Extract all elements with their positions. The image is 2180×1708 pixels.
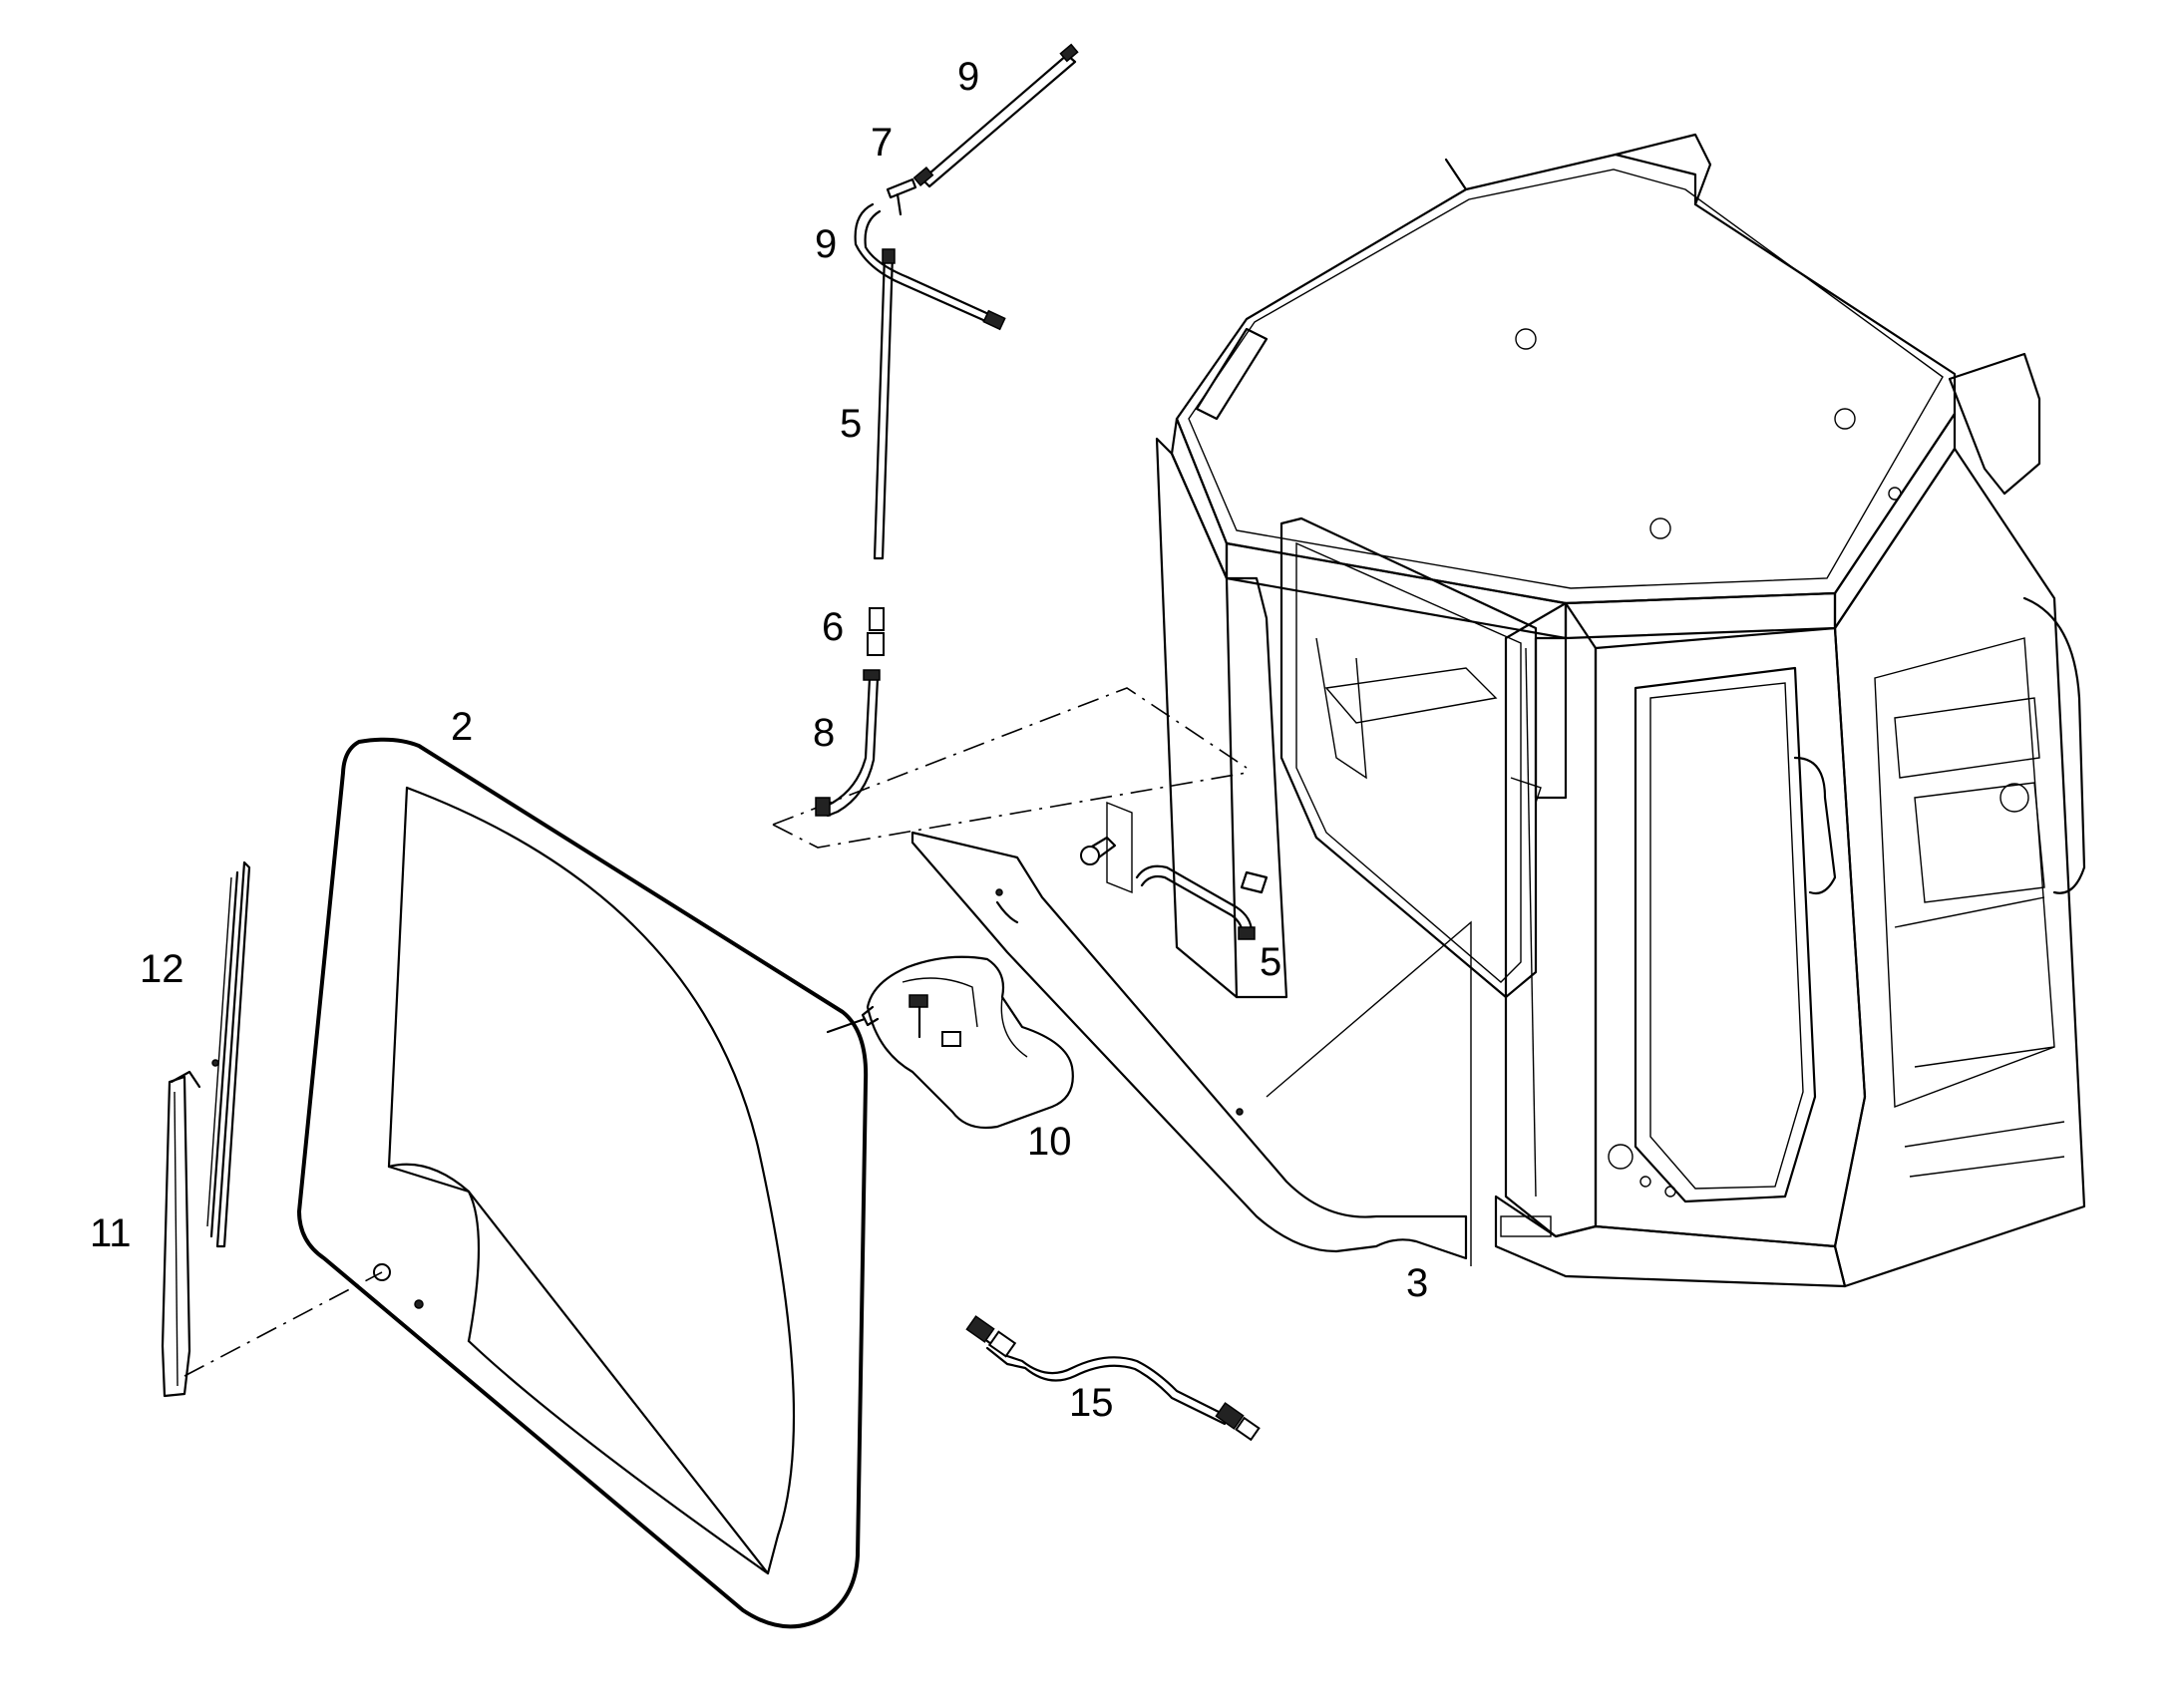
callout-9-lower: 9 [815,222,837,266]
leader-bracket-to-cab [1266,920,1472,1266]
washer-nozzle-hose [1080,801,1269,940]
leader-arm-to-glass [183,1271,383,1377]
windshield-glass [297,737,869,1629]
leader-hose-to-cab [772,687,1248,826]
wiring-harness [965,1315,1261,1442]
cab-assembly [1155,133,2086,1288]
callout-8: 8 [813,711,835,755]
wiper-mount-bracket [910,831,1472,1266]
callout-15: 15 [1069,1381,1114,1425]
wiper-motor [826,955,1074,1130]
callout-12: 12 [140,947,184,991]
callout-6: 6 [822,605,844,649]
callout-7: 7 [871,121,893,165]
callout-9-upper: 9 [957,55,979,99]
callout-11: 11 [90,1211,132,1255]
callout-10: 10 [1027,1120,1072,1164]
callout-5-upper: 5 [840,402,862,446]
wiper-blade [206,860,251,1248]
washer-hose-group [815,43,1079,818]
wiper-arm [161,1070,201,1398]
callout-2: 2 [451,705,473,749]
callout-3: 3 [1406,1261,1428,1305]
callout-5-lower: 5 [1260,940,1281,984]
